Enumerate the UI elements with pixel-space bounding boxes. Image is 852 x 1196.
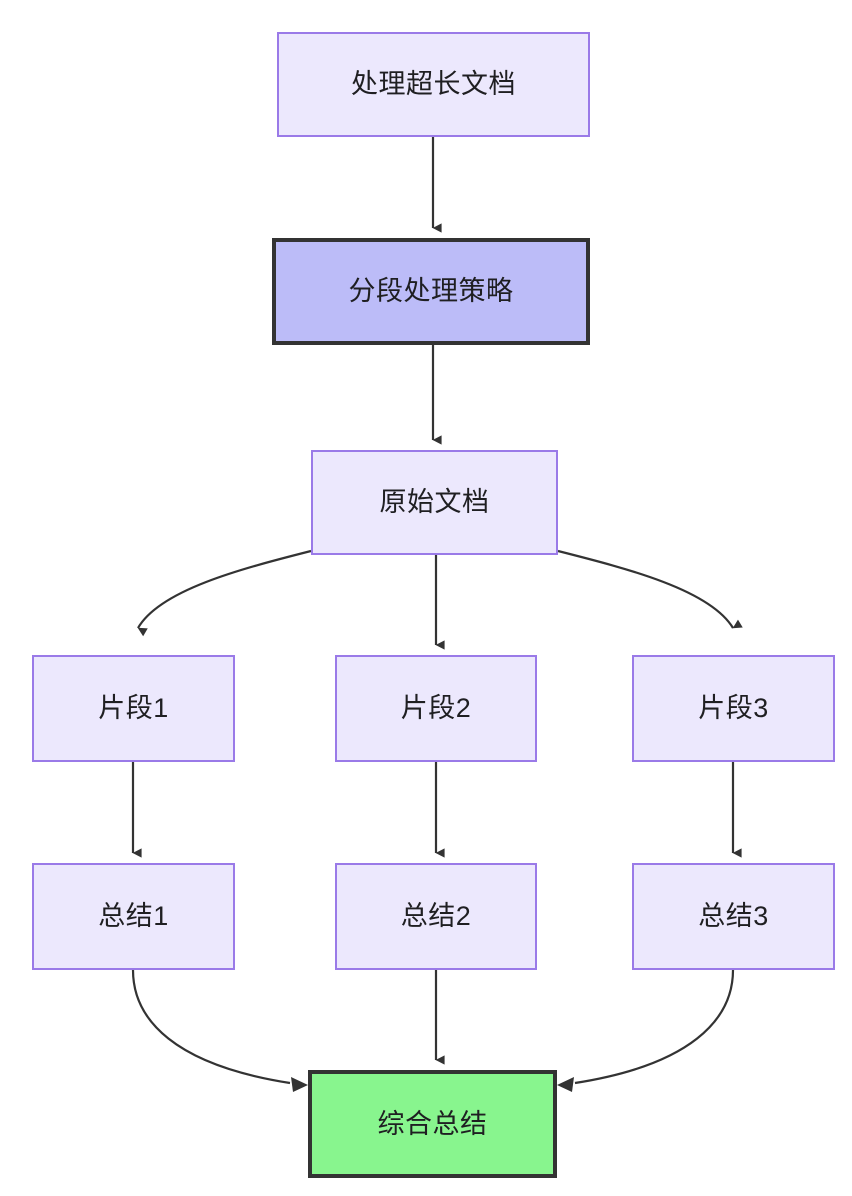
- node-chunk-3[interactable]: 片段3: [632, 655, 835, 762]
- arrowhead-sum3-to-final: [557, 1077, 574, 1092]
- node-label: 综合总结: [377, 1108, 488, 1139]
- node-chunk-2[interactable]: 片段2: [335, 655, 537, 762]
- node-label: 片段3: [698, 693, 769, 724]
- edge-sum1-to-final: [131, 969, 291, 1085]
- node-process-long-document[interactable]: 处理超长文档: [277, 32, 590, 137]
- node-chunking-strategy[interactable]: 分段处理策略: [272, 238, 590, 345]
- node-label: 分段处理策略: [348, 276, 514, 307]
- node-summary-2[interactable]: 总结2: [335, 863, 537, 970]
- node-label: 片段2: [400, 693, 472, 724]
- edge-sum1-to-final-head: [133, 970, 290, 1083]
- node-summary-1[interactable]: 总结1: [32, 863, 235, 970]
- node-summary-3[interactable]: 总结3: [632, 863, 835, 970]
- node-label: 总结1: [98, 901, 169, 932]
- node-label: 片段1: [98, 693, 169, 724]
- node-label: 原始文档: [379, 487, 490, 518]
- node-final-summary[interactable]: 综合总结: [308, 1070, 557, 1178]
- arrowhead-sum1-to-final: [291, 1077, 308, 1092]
- edge-sum3-to-final: [574, 969, 735, 1085]
- node-source-document[interactable]: 原始文档: [311, 450, 558, 555]
- node-label: 处理超长文档: [351, 69, 516, 100]
- node-label: 总结2: [400, 901, 472, 932]
- edge-source-to-chunk3: [557, 549, 743, 629]
- edge-source-to-chunk1: [137, 549, 312, 637]
- node-chunk-1[interactable]: 片段1: [32, 655, 235, 762]
- node-label: 总结3: [698, 901, 769, 932]
